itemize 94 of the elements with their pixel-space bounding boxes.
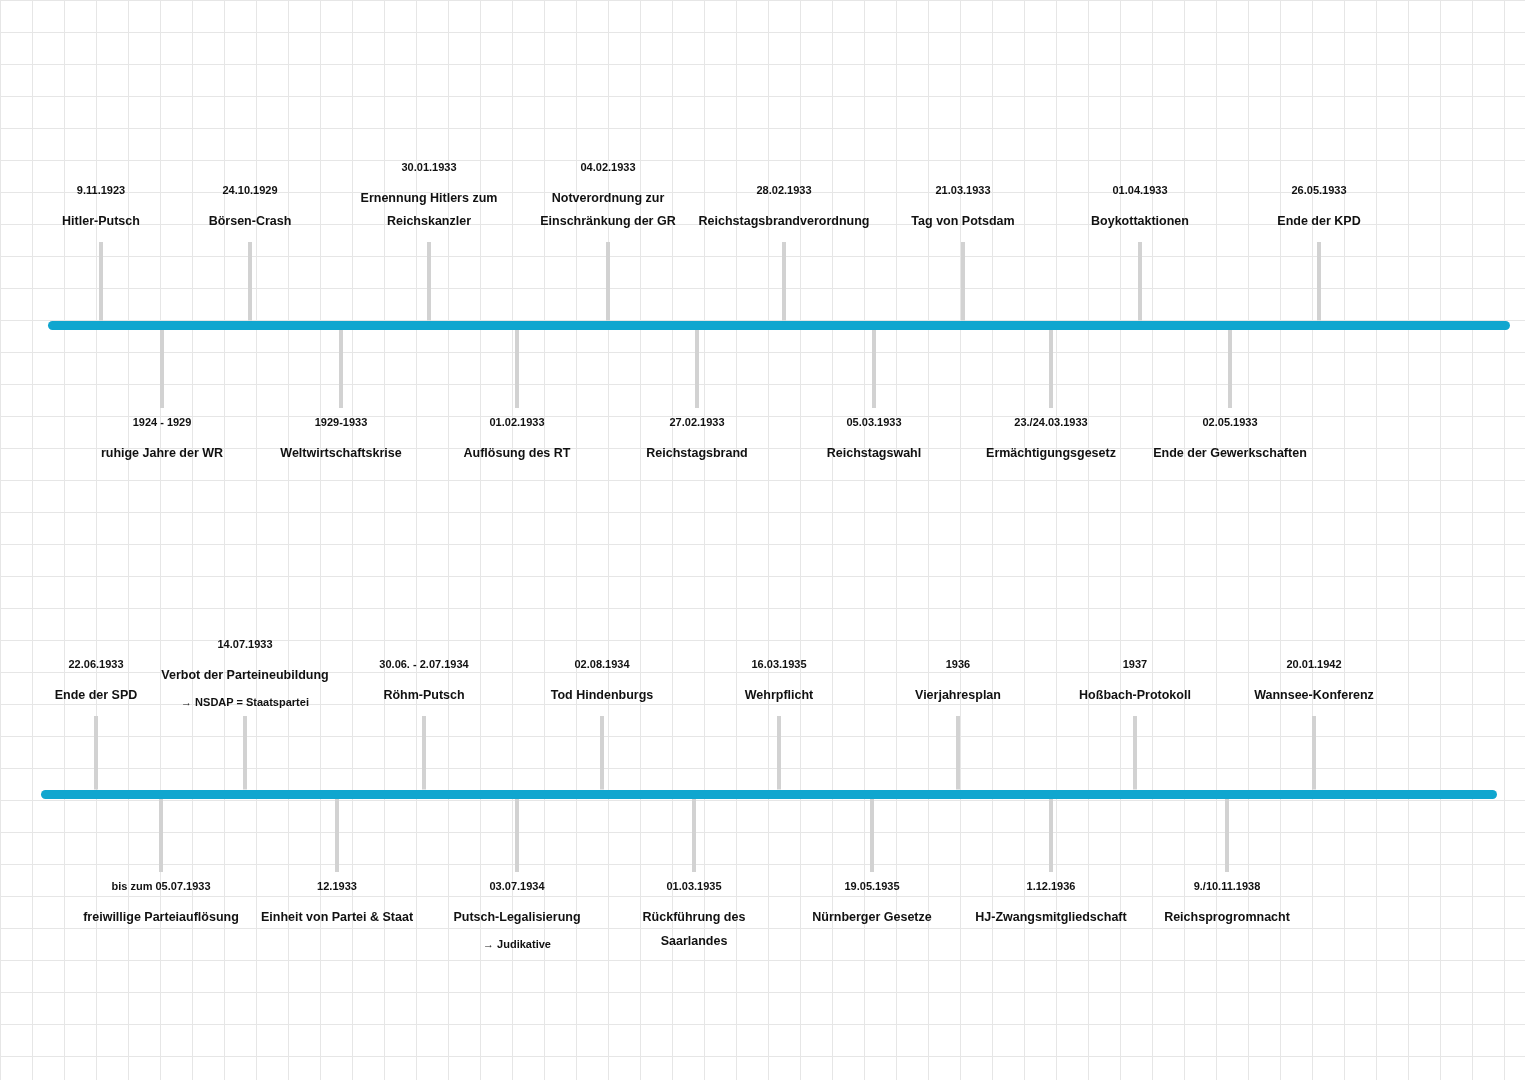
tick-line: [1133, 716, 1137, 790]
tick-line: [243, 716, 247, 790]
tick-line: [956, 716, 960, 790]
tick-line: [870, 798, 874, 872]
event-label: Röhm-Putsch: [382, 687, 466, 705]
date-label: 1.12.1936: [1025, 880, 1077, 892]
tick-line: [777, 716, 781, 790]
date-label: 14.07.1933: [216, 638, 274, 651]
date-label: 02.08.1934: [573, 658, 631, 671]
event-label: Putsch-Legalisierung: [452, 909, 582, 926]
tick-line: [160, 329, 164, 408]
date-label: 12.1933: [316, 880, 358, 892]
event-label: Wannsee-Konferenz: [1253, 687, 1375, 705]
event-label: Vierjahresplan: [914, 687, 1002, 705]
timeline-bar: [48, 320, 1510, 330]
tick-line: [99, 242, 103, 321]
date-label: 04.02.1933: [579, 160, 637, 173]
tick-line: [335, 798, 339, 872]
date-label: 30.06. - 2.07.1934: [378, 658, 470, 671]
event-label: Rückführung des Saarlandes: [641, 909, 747, 950]
tick-line: [692, 798, 696, 872]
date-label: 21.03.1933: [934, 184, 992, 197]
date-label: 1936: [944, 658, 972, 671]
event-label: Ende der KPD: [1276, 213, 1362, 231]
date-label: 16.03.1935: [750, 658, 808, 671]
date-label: 27.02.1933: [668, 416, 726, 428]
tick-line: [159, 798, 163, 872]
date-label: 28.02.1933: [755, 184, 813, 197]
event-label: Einheit von Partei & Staat: [259, 909, 415, 926]
tick-line: [422, 716, 426, 790]
date-label: 01.04.1933: [1111, 184, 1169, 197]
event-label: Tod Hindenburgs: [549, 687, 655, 705]
date-label: 1937: [1121, 658, 1149, 671]
tick-line: [606, 242, 610, 321]
event-label: Reichsprogromnacht: [1163, 909, 1291, 926]
event-label: Hoßbach-Protokoll: [1078, 687, 1192, 705]
event-label: ruhige Jahre der WR: [99, 445, 225, 462]
event-label: Börsen-Crash: [207, 213, 293, 231]
date-label: bis zum 05.07.1933: [110, 880, 212, 892]
date-label: 01.02.1933: [488, 416, 546, 428]
tick-line: [427, 242, 431, 321]
tick-line: [872, 329, 876, 408]
event-label: Reichstagsbrandverordnung: [697, 213, 871, 231]
event-label: Reichstagsbrand: [645, 445, 749, 462]
tick-line: [1138, 242, 1142, 321]
event-label: freiwillige Parteiauflösung: [82, 909, 240, 926]
date-label: 01.03.1935: [665, 880, 723, 892]
event-label: Notverordnung zur Einschränkung der GR: [539, 189, 677, 231]
tick-line: [94, 716, 98, 790]
tick-line: [515, 329, 519, 408]
event-label: Hitler-Putsch: [61, 213, 141, 231]
date-label: 19.05.1935: [843, 880, 901, 892]
date-label: 1924 - 1929: [131, 416, 193, 428]
date-label: 26.05.1933: [1290, 184, 1348, 197]
event-label: Ermächtigungsgesetz: [985, 445, 1117, 462]
date-label: 20.01.1942: [1285, 658, 1343, 671]
date-label: 22.06.1933: [67, 658, 125, 671]
tick-line: [782, 242, 786, 321]
date-label: 05.03.1933: [845, 416, 903, 428]
event-label: Ende der SPD: [53, 687, 139, 705]
tick-line: [695, 329, 699, 408]
date-label: 9./10.11.1938: [1192, 880, 1262, 892]
event-label: Wehrpflicht: [743, 687, 815, 705]
date-label: 9.11.1923: [75, 184, 127, 197]
event-label: Tag von Potsdam: [910, 213, 1016, 231]
date-label: 02.05.1933: [1201, 416, 1259, 428]
event-label: Verbot der Parteineubildung: [160, 667, 330, 685]
date-label: 03.07.1934: [488, 880, 546, 892]
note-label: → NSDAP = Staatspartei: [180, 696, 310, 708]
tick-line: [961, 242, 965, 321]
tick-line: [339, 329, 343, 408]
event-label: Ernennung Hitlers zum Reichskanzler: [359, 189, 499, 231]
tick-line: [1312, 716, 1316, 790]
event-label: Boykottaktionen: [1090, 213, 1190, 231]
date-label: 23./24.03.1933: [1013, 416, 1089, 428]
event-label: Auflösung des RT: [462, 445, 572, 462]
event-label: Weltwirtschaftskrise: [279, 445, 403, 462]
tick-line: [600, 716, 604, 790]
tick-line: [1228, 329, 1232, 408]
date-label: 1929-1933: [313, 416, 369, 428]
tick-line: [1225, 798, 1229, 872]
tick-line: [515, 798, 519, 872]
tick-line: [1049, 798, 1053, 872]
tick-line: [1317, 242, 1321, 321]
tick-line: [248, 242, 252, 321]
note-label: → Judikative: [482, 937, 552, 950]
event-label: Reichstagswahl: [825, 445, 923, 462]
date-label: 24.10.1929: [221, 184, 279, 197]
timeline-bar: [41, 789, 1497, 799]
event-label: Ende der Gewerkschaften: [1152, 445, 1308, 462]
event-label: Nürnberger Gesetze: [811, 909, 933, 926]
tick-line: [1049, 329, 1053, 408]
date-label: 30.01.1933: [400, 160, 458, 173]
event-label: HJ-Zwangsmitgliedschaft: [974, 909, 1128, 926]
